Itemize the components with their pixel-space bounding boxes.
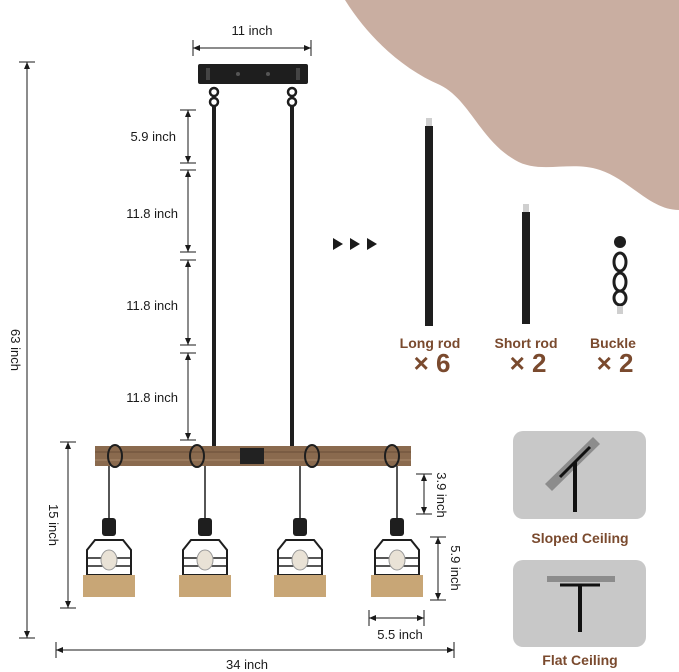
rod-seg-3-label: 11.8 inch (126, 298, 178, 313)
sloped-ceiling-icon (558, 445, 592, 512)
rod-seg-2-label: 11.8 inch (126, 206, 178, 221)
flat-ceiling-card (513, 560, 646, 647)
rod-seg-1-label: 5.9 inch (130, 129, 176, 144)
triple-arrow-icon (333, 238, 377, 250)
buckle-part (612, 236, 628, 314)
shade-width-dimension: 5.5 inch (368, 610, 425, 642)
short-rod-part (522, 204, 530, 324)
sloped-ceiling-card (513, 431, 646, 519)
flat-ceiling-icon (560, 583, 600, 632)
cord-length-dimension: 3.9 inch (416, 472, 449, 518)
top-width-dimension: 11 inch (192, 23, 312, 56)
suspension-rods (212, 106, 294, 448)
part-label-long-rod: Long rod (400, 335, 461, 351)
shade-width-label: 5.5 inch (377, 627, 423, 642)
rod-seg-4-label: 11.8 inch (126, 390, 178, 405)
fixture-height-dimension: 15 inch (46, 441, 76, 609)
pendant-lamp-4 (371, 466, 423, 597)
wooden-beam (95, 444, 411, 468)
total-height-label: 63 inch (8, 329, 23, 371)
part-label-buckle: Buckle (590, 335, 636, 351)
pendant-lamp-2 (179, 466, 231, 597)
shade-height-label: 5.9 inch (448, 545, 463, 591)
rod-segment-arrows (185, 110, 191, 440)
flat-ceiling-label: Flat Ceiling (542, 652, 617, 668)
sloped-ceiling-label: Sloped Ceiling (531, 530, 628, 546)
part-count-buckle: × 2 (597, 348, 634, 378)
total-width-label: 34 inch (226, 657, 268, 672)
long-rod-part (425, 118, 433, 326)
ceiling-canopy (198, 64, 308, 84)
total-height-dimension: 63 inch (8, 61, 35, 639)
pendant-lamp-1 (83, 466, 135, 597)
decor-blob (345, 0, 679, 210)
part-count-long-rod: × 6 (414, 348, 451, 378)
pendant-lamp-3 (274, 466, 326, 597)
fixture-height-label: 15 inch (46, 504, 61, 546)
part-count-short-rod: × 2 (510, 348, 547, 378)
cord-length-label: 3.9 inch (434, 472, 449, 518)
shade-height-dimension: 5.9 inch (430, 536, 463, 601)
top-width-label: 11 inch (232, 23, 273, 38)
part-label-short-rod: Short rod (495, 335, 558, 351)
total-width-dimension: 34 inch (55, 642, 455, 672)
top-buckles (208, 86, 298, 108)
